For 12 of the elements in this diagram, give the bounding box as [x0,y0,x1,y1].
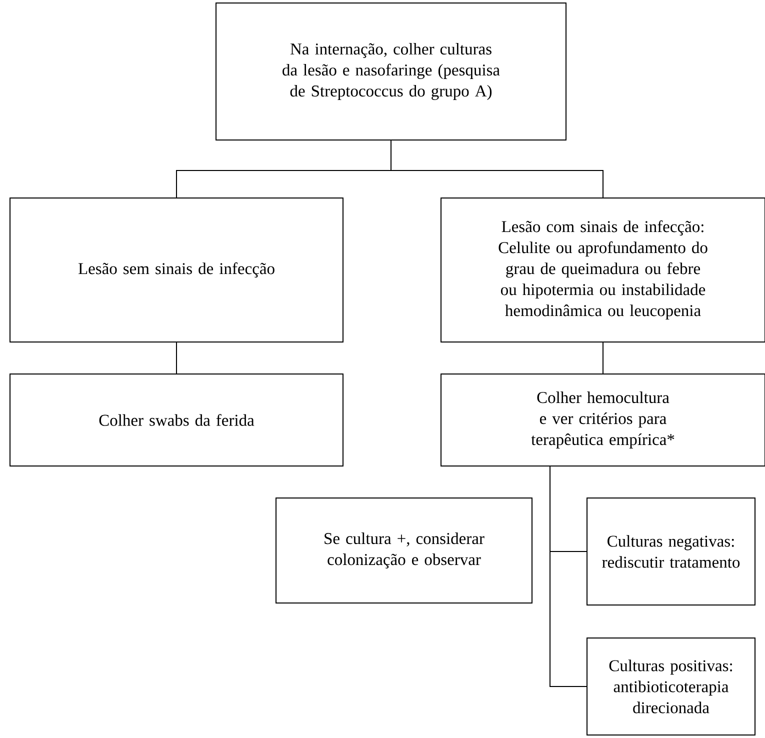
process-box: Na internação, colher culturas da lesão e nasofaringe (pesquisa de Streptococcus do grupo A) [216,2,566,140]
process-box: Colher swabs da ferida [10,373,344,466]
process-box: Se cultura +, considerar colonização e observar [276,497,532,604]
process-box: Colher hemocultura e ver critérios para terapêutica empírica* [440,373,765,466]
connector-line [602,342,604,374]
connector-line [390,140,604,198]
process-box: Lesão sem sinais de infecção [10,197,344,342]
connector-line [176,342,177,374]
process-box: Culturas negativas: rediscutir tratamento [586,497,756,606]
connector-line [550,466,587,687]
process-box: Culturas positivas: antibioticoterapia direcionada [586,637,756,736]
process-box: Lesão com sinais de infecção: Celulite ou aprofundamento do grau de queimadura ou febre ou hipotermia ou instabilidade hemodinâmica ou leucopenia [440,197,765,342]
